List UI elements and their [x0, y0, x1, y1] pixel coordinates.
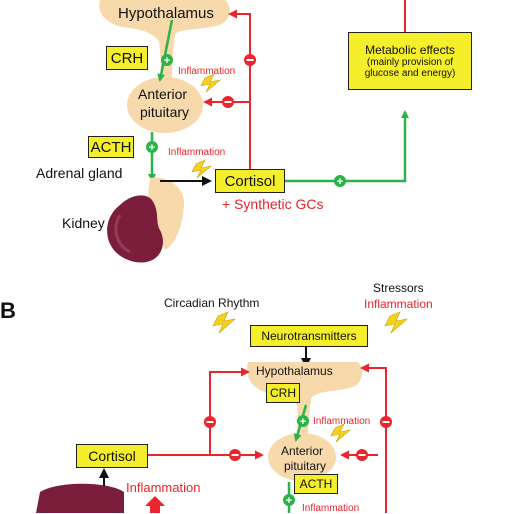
inflammation-label-a1: Inflammation — [178, 66, 236, 77]
anterior-pituitary-label-b1: Anterior — [281, 444, 324, 458]
hypothalamus-gland-b — [247, 362, 363, 410]
cortisol-feedback-left — [209, 367, 250, 455]
liver-b — [36, 483, 124, 513]
cortisol-feedback-right — [360, 363, 387, 513]
cortisol-to-metabolic-arrow — [285, 110, 409, 183]
inflammation-label-b2: Inflammation — [302, 503, 360, 514]
hypothalamus-label-b: Hypothalamus — [256, 364, 333, 378]
adrenal-gland-label: Adrenal gland — [36, 165, 123, 181]
lightning-icon — [212, 311, 237, 334]
svg-text:+: + — [286, 495, 292, 507]
neurotransmitters-box: Neurotransmitters — [250, 325, 368, 347]
svg-text:+: + — [300, 416, 306, 428]
anterior-pituitary-label-a1: Anterior — [138, 86, 188, 102]
cortisol-box-a: Cortisol — [215, 169, 285, 193]
synthetic-gcs-label: + Synthetic GCs — [222, 196, 324, 212]
acth-box-a: ACTH — [88, 136, 134, 158]
crh-box-b: CRH — [266, 383, 300, 403]
cortisol-feedback-loop-outer — [228, 9, 251, 170]
metabolic-effects-box: Metabolic effects (mainly provision of g… — [348, 32, 472, 90]
crh-box-a: CRH — [106, 46, 148, 70]
lightning-icon — [384, 311, 409, 334]
svg-text:+: + — [164, 55, 170, 67]
kidney-label: Kidney — [62, 215, 105, 231]
up-arrow-red — [145, 496, 165, 513]
hypothalamus-label-a: Hypothalamus — [118, 5, 214, 22]
anterior-pituitary-gland-b — [268, 433, 336, 481]
circadian-rhythm-label: Circadian Rhythm — [164, 296, 260, 310]
inflammation-label-top: Inflammation — [364, 297, 433, 311]
cortisol-box-b: Cortisol — [76, 444, 148, 468]
svg-text:+: + — [149, 142, 155, 154]
lightning-icon — [200, 73, 222, 93]
adrenal-gland-a — [148, 177, 185, 250]
metabolic-title: Metabolic effects — [365, 43, 455, 57]
inflammation-label-left: Inflammation — [126, 480, 201, 495]
metabolic-sub-2: glucose and energy) — [364, 68, 456, 79]
hypothalamus-to-pituitary-arrow — [157, 19, 174, 82]
stressors-label: Stressors — [373, 281, 424, 295]
lightning-icon — [330, 423, 352, 443]
anterior-pituitary-gland-a — [127, 77, 203, 133]
hypothalamus-gland-a — [99, 0, 230, 44]
svg-text:+: + — [337, 176, 343, 188]
anterior-pituitary-label-a2: pituitary — [140, 104, 190, 120]
panel-b-letter: B — [0, 298, 16, 323]
anterior-pituitary-label-b2: pituitary — [284, 459, 327, 473]
metabolic-sub-1: (mainly provision of — [366, 57, 454, 68]
inflammation-label-b1: Inflammation — [313, 416, 371, 427]
acth-box-b: ACTH — [294, 474, 338, 494]
inflammation-label-a2: Inflammation — [168, 147, 226, 158]
lightning-icon — [191, 159, 213, 179]
